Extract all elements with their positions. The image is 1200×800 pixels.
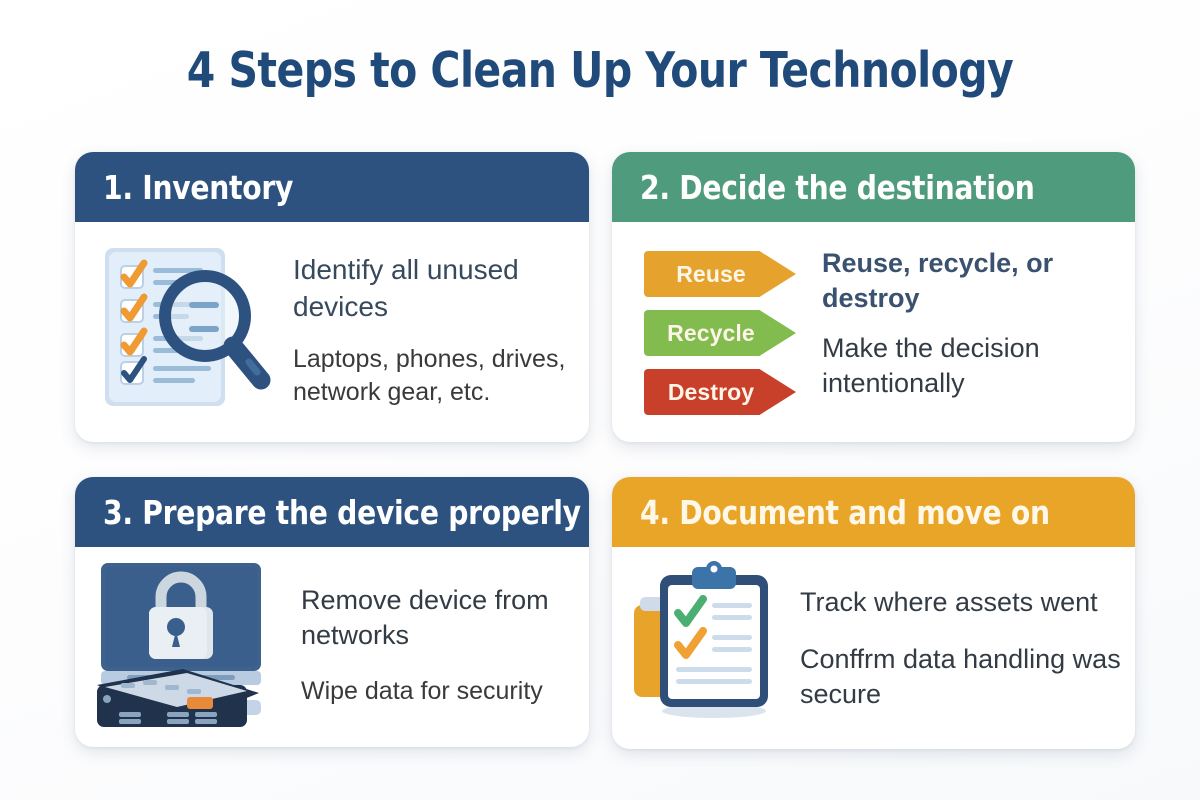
- clipboard-checklist-magnifier-icon: [75, 222, 277, 416]
- step-3-primary-text: Remove device from networks: [301, 585, 549, 651]
- arrow-reuse: Reuse: [644, 251, 796, 297]
- arrow-recycle: Recycle: [644, 310, 796, 356]
- step-1-header: 1. Inventory: [75, 152, 589, 222]
- step-4-body: Track where assets went Conffrm data han…: [612, 547, 1135, 749]
- step-card-3: 3. Prepare the device properly: [75, 477, 589, 747]
- step-2-header: 2. Decide the destination: [612, 152, 1135, 222]
- step-2-body: Reuse Recycle Destroy Reuse, recycle, or…: [612, 222, 1135, 442]
- step-2-secondary-text: Make the decision intentionally: [822, 333, 1040, 399]
- step-card-1: 1. Inventory: [75, 152, 589, 442]
- monitor-padlock-device-icon: [75, 547, 291, 747]
- step-3-secondary-text: Wipe data for security: [301, 677, 543, 706]
- step-card-2: 2. Decide the destination Reuse Recycle …: [612, 152, 1135, 442]
- step-3-header: 3. Prepare the device properly: [75, 477, 589, 547]
- step-1-primary-text: Identify all unused devices: [293, 254, 519, 322]
- step-1-secondary-text: Laptops, phones, drives, network gear, e…: [293, 345, 566, 406]
- step-1-body: Identify all unused devices Laptops, pho…: [75, 222, 589, 442]
- step-3-heading: 3. Prepare the device properly: [103, 492, 581, 532]
- step-3-text: Remove device from networks Wipe data fo…: [291, 547, 589, 708]
- step-4-heading: 4. Document and move on: [640, 492, 1050, 532]
- step-4-header: 4. Document and move on: [612, 477, 1135, 547]
- three-arrows-icon: Reuse Recycle Destroy: [612, 222, 796, 415]
- arrow-destroy: Destroy: [644, 369, 796, 415]
- page-title: 4 Steps to Clean Up Your Technology: [186, 42, 1014, 99]
- step-4-secondary-text: Conffrm data handling was secure: [800, 644, 1121, 710]
- step-1-text: Identify all unused devices Laptops, pho…: [277, 222, 589, 408]
- step-4-primary-text: Track where assets went: [800, 587, 1098, 617]
- arrow-reuse-label: Reuse: [676, 260, 746, 287]
- step-1-heading: 1. Inventory: [103, 167, 294, 207]
- step-card-4: 4. Document and move on: [612, 477, 1135, 749]
- step-2-heading: 2. Decide the destination: [640, 167, 1035, 207]
- arrow-destroy-label: Destroy: [667, 378, 755, 405]
- step-2-primary-text: Reuse, recycle, or destroy: [822, 248, 1054, 313]
- step-4-text: Track where assets went Conffrm data han…: [790, 547, 1135, 712]
- clipboard-folder-checkmarks-icon: [612, 547, 790, 733]
- step-2-text: Reuse, recycle, or destroy Make the deci…: [796, 222, 1135, 401]
- step-3-body: Remove device from networks Wipe data fo…: [75, 547, 589, 747]
- arrow-recycle-label: Recycle: [667, 319, 755, 346]
